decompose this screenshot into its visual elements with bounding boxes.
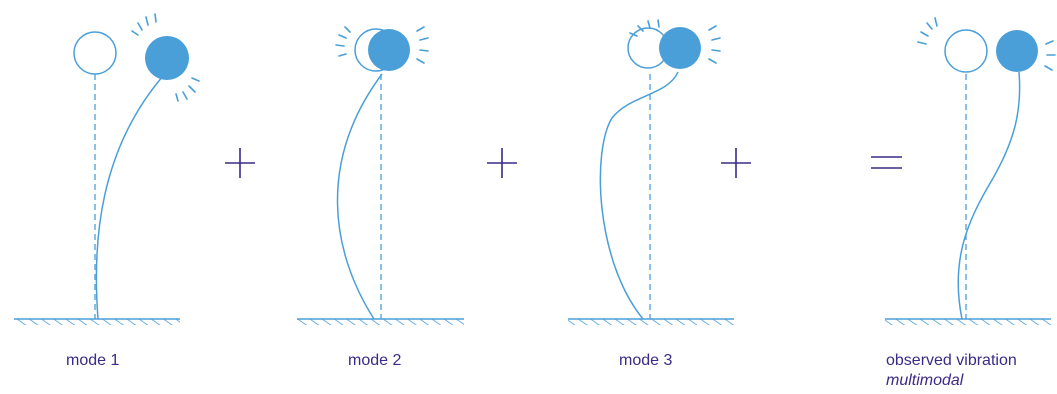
deflected-beam — [95, 75, 164, 320]
observed-vibration-label: observed vibration — [886, 352, 1017, 369]
mode1-figure — [14, 13, 200, 325]
equals-operator — [871, 156, 902, 169]
plus-operator-2 — [487, 148, 517, 178]
ground-hatch — [885, 319, 1051, 325]
rest-mass — [73, 31, 117, 75]
mode1-label: mode 1 — [66, 352, 120, 369]
vibrating-mass — [145, 36, 189, 80]
ground-hatch — [568, 319, 734, 325]
mode2-figure — [297, 26, 464, 325]
multimodal-label: multimodal — [886, 372, 964, 389]
rest-mass — [944, 29, 988, 73]
plus-operator-1 — [225, 148, 255, 178]
mode2-label: mode 2 — [348, 352, 402, 369]
deflected-beam — [599, 71, 679, 320]
ground-hatch — [14, 319, 180, 325]
deflected-beam — [957, 71, 1021, 320]
vibration-marks — [917, 17, 1056, 71]
mode3-label: mode 3 — [619, 352, 673, 369]
vibrating-mass — [659, 27, 701, 69]
vibration-marks — [131, 13, 200, 102]
vibration-marks — [335, 26, 429, 64]
vibrating-mass — [368, 29, 410, 71]
observed-figure — [885, 17, 1056, 325]
plus-operator-3 — [721, 148, 751, 178]
mode3-figure — [568, 19, 734, 325]
vibrating-mass — [996, 30, 1038, 72]
deflected-beam — [336, 73, 383, 320]
ground-hatch — [297, 319, 464, 325]
vibration-marks — [629, 19, 721, 64]
